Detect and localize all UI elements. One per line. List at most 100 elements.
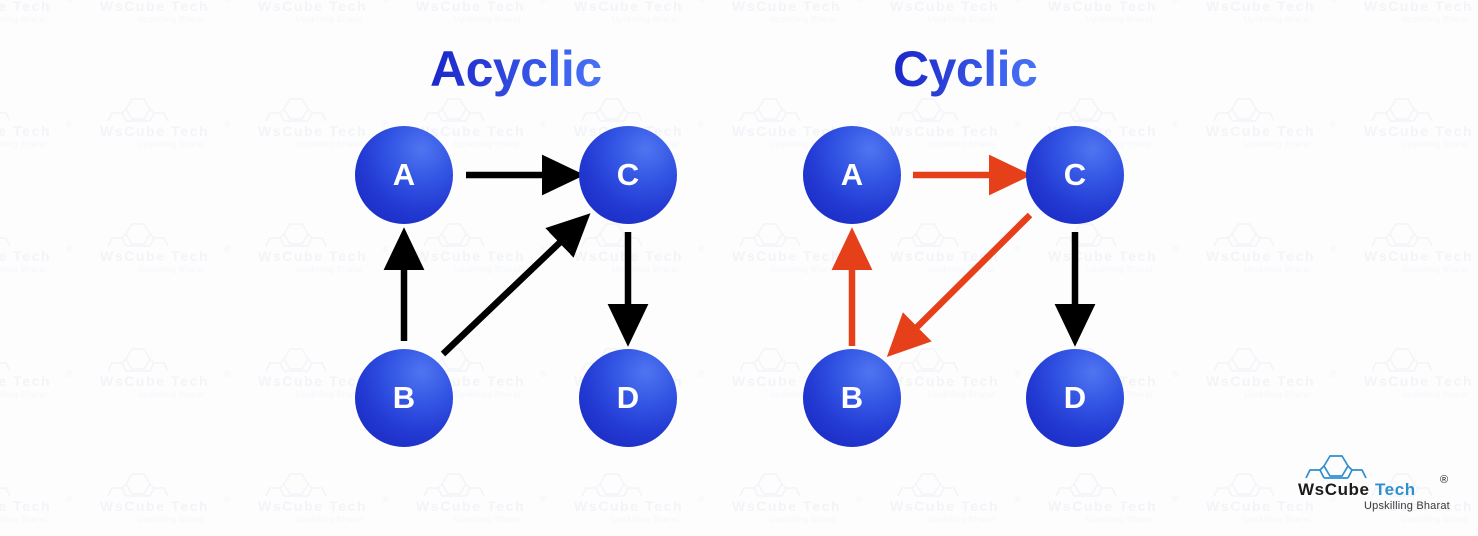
node-acyclic-d[interactable]: D bbox=[579, 349, 677, 447]
watermark-registered-icon: ® bbox=[856, 494, 863, 504]
watermark-tagline: Upskilling Bharat bbox=[454, 390, 521, 399]
watermark-tile: WsCube Tech®Upskilling Bharat bbox=[888, 210, 1046, 335]
node-acyclic-b[interactable]: B bbox=[355, 349, 453, 447]
watermark-registered-icon: ® bbox=[698, 0, 705, 4]
watermark-hexagon-icon bbox=[1371, 348, 1433, 372]
watermark-registered-icon: ® bbox=[66, 119, 73, 129]
watermark-hexagon-icon bbox=[265, 473, 327, 497]
watermark-tile: WsCube Tech®Upskilling Bharat bbox=[1362, 210, 1478, 335]
logo-wordmark: WsCube Tech bbox=[1298, 480, 1416, 500]
watermark-text: WsCube Tech bbox=[100, 498, 210, 514]
watermark-tile: WsCube Tech®Upskilling Bharat bbox=[1204, 0, 1362, 85]
watermark-text: WsCube Tech bbox=[258, 498, 368, 514]
watermark-tagline: Upskilling Bharat bbox=[138, 515, 205, 524]
watermark-tile: WsCube Tech®Upskilling Bharat bbox=[1046, 0, 1204, 85]
watermark-tagline: Upskilling Bharat bbox=[1244, 15, 1311, 24]
watermark-text: WsCube Tech bbox=[100, 123, 210, 139]
watermark-tile: WsCube Tech®Upskilling Bharat bbox=[98, 85, 256, 210]
watermark-registered-icon: ® bbox=[1014, 369, 1021, 379]
watermark-hexagon-icon bbox=[897, 473, 959, 497]
watermark-text: WsCube Tech bbox=[100, 248, 210, 264]
watermark-hexagon-icon bbox=[897, 348, 959, 372]
watermark-tagline: Upskilling Bharat bbox=[296, 140, 363, 149]
watermark-tagline: Upskilling Bharat bbox=[1402, 390, 1469, 399]
watermark-hexagon-icon bbox=[1213, 223, 1275, 247]
edge-acyclic-b-to-c bbox=[440, 213, 591, 357]
watermark-hexagon-icon bbox=[1055, 223, 1117, 247]
watermark-text: WsCube Tech bbox=[416, 498, 526, 514]
node-label: B bbox=[840, 380, 864, 415]
watermark-tagline: Upskilling Bharat bbox=[1086, 15, 1153, 24]
watermark-tagline: Upskilling Bharat bbox=[1244, 140, 1311, 149]
watermark-tagline: Upskilling Bharat bbox=[296, 265, 363, 274]
watermark-tagline: Upskilling Bharat bbox=[0, 515, 47, 524]
watermark-tile: WsCube Tech®Upskilling Bharat bbox=[1046, 210, 1204, 335]
watermark-hexagon-icon bbox=[897, 98, 959, 122]
node-cyclic-b[interactable]: B bbox=[803, 349, 901, 447]
watermark-hexagon-icon bbox=[0, 112, 11, 122]
watermark-registered-icon: ® bbox=[856, 0, 863, 4]
watermark-tagline: Upskilling Bharat bbox=[770, 515, 837, 524]
watermark-text: WsCube Tech bbox=[1206, 123, 1316, 139]
registered-mark-icon: ® bbox=[1440, 474, 1449, 486]
watermark-hexagon-icon bbox=[1213, 98, 1275, 122]
watermark-tile: WsCube Tech®Upskilling Bharat bbox=[572, 460, 730, 536]
watermark-text: WsCube Tech bbox=[574, 248, 684, 264]
node-cyclic-a[interactable]: A bbox=[803, 126, 901, 224]
watermark-registered-icon: ® bbox=[540, 369, 547, 379]
node-cyclic-c[interactable]: C bbox=[1026, 126, 1124, 224]
logo-tagline: Upskilling Bharat bbox=[1364, 500, 1450, 512]
watermark-tile: WsCube Tech®Upskilling Bharat bbox=[0, 335, 98, 460]
watermark-tagline: Upskilling Bharat bbox=[138, 15, 205, 24]
watermark-tagline: Upskilling Bharat bbox=[0, 390, 47, 399]
watermark-registered-icon: ® bbox=[540, 0, 547, 4]
watermark-text: WsCube Tech bbox=[1206, 373, 1316, 389]
watermark-tagline: Upskilling Bharat bbox=[296, 515, 363, 524]
watermark-hexagon-icon bbox=[0, 487, 11, 497]
watermark-tagline: Upskilling Bharat bbox=[1244, 265, 1311, 274]
watermark-text: WsCube Tech bbox=[258, 123, 368, 139]
watermark-hexagon-icon bbox=[739, 98, 801, 122]
node-label: D bbox=[1063, 380, 1087, 415]
watermark-hexagon-icon bbox=[265, 348, 327, 372]
watermark-text: WsCube Tech bbox=[890, 498, 1000, 514]
node-cyclic-d[interactable]: D bbox=[1026, 349, 1124, 447]
watermark-text: WsCube Tech bbox=[0, 123, 52, 139]
watermark-hexagon-icon bbox=[1371, 98, 1433, 122]
node-acyclic-a[interactable]: A bbox=[355, 126, 453, 224]
watermark-tagline: Upskilling Bharat bbox=[770, 15, 837, 24]
watermark-hexagon-icon bbox=[0, 362, 11, 372]
watermark-text: WsCube Tech bbox=[890, 123, 1000, 139]
node-label: C bbox=[616, 157, 640, 192]
watermark-tile: WsCube Tech®Upskilling Bharat bbox=[98, 210, 256, 335]
watermark-text: WsCube Tech bbox=[100, 373, 210, 389]
watermark-tagline: Upskilling Bharat bbox=[1086, 265, 1153, 274]
node-acyclic-c[interactable]: C bbox=[579, 126, 677, 224]
watermark-registered-icon: ® bbox=[1172, 244, 1179, 254]
node-label: A bbox=[392, 157, 416, 192]
watermark-registered-icon: ® bbox=[382, 244, 389, 254]
watermark-text: WsCube Tech bbox=[100, 0, 210, 14]
watermark-tagline: Upskilling Bharat bbox=[928, 390, 995, 399]
wscube-tech-logo: WsCube Tech ® Upskilling Bharat bbox=[1298, 452, 1468, 514]
watermark-tagline: Upskilling Bharat bbox=[138, 390, 205, 399]
watermark-registered-icon: ® bbox=[540, 119, 547, 129]
watermark-tagline: Upskilling Bharat bbox=[0, 15, 47, 24]
watermark-text: WsCube Tech bbox=[1364, 0, 1474, 14]
watermark-tile: WsCube Tech®Upskilling Bharat bbox=[256, 210, 414, 335]
watermark-text: WsCube Tech bbox=[1048, 0, 1158, 14]
watermark-text: WsCube Tech bbox=[416, 248, 526, 264]
watermark-tagline: Upskilling Bharat bbox=[296, 390, 363, 399]
watermark-tile: WsCube Tech®Upskilling Bharat bbox=[0, 0, 98, 85]
watermark-tagline: Upskilling Bharat bbox=[454, 140, 521, 149]
watermark-tagline: Upskilling Bharat bbox=[454, 15, 521, 24]
watermark-tile: WsCube Tech®Upskilling Bharat bbox=[730, 460, 888, 536]
watermark-hexagon-icon bbox=[1055, 98, 1117, 122]
watermark-tagline: Upskilling Bharat bbox=[1244, 390, 1311, 399]
watermark-tile: WsCube Tech®Upskilling Bharat bbox=[730, 210, 888, 335]
watermark-tagline: Upskilling Bharat bbox=[454, 265, 521, 274]
watermark-registered-icon: ® bbox=[224, 494, 231, 504]
watermark-registered-icon: ® bbox=[382, 494, 389, 504]
panel-title-cyclic: Cyclic bbox=[893, 41, 1038, 97]
